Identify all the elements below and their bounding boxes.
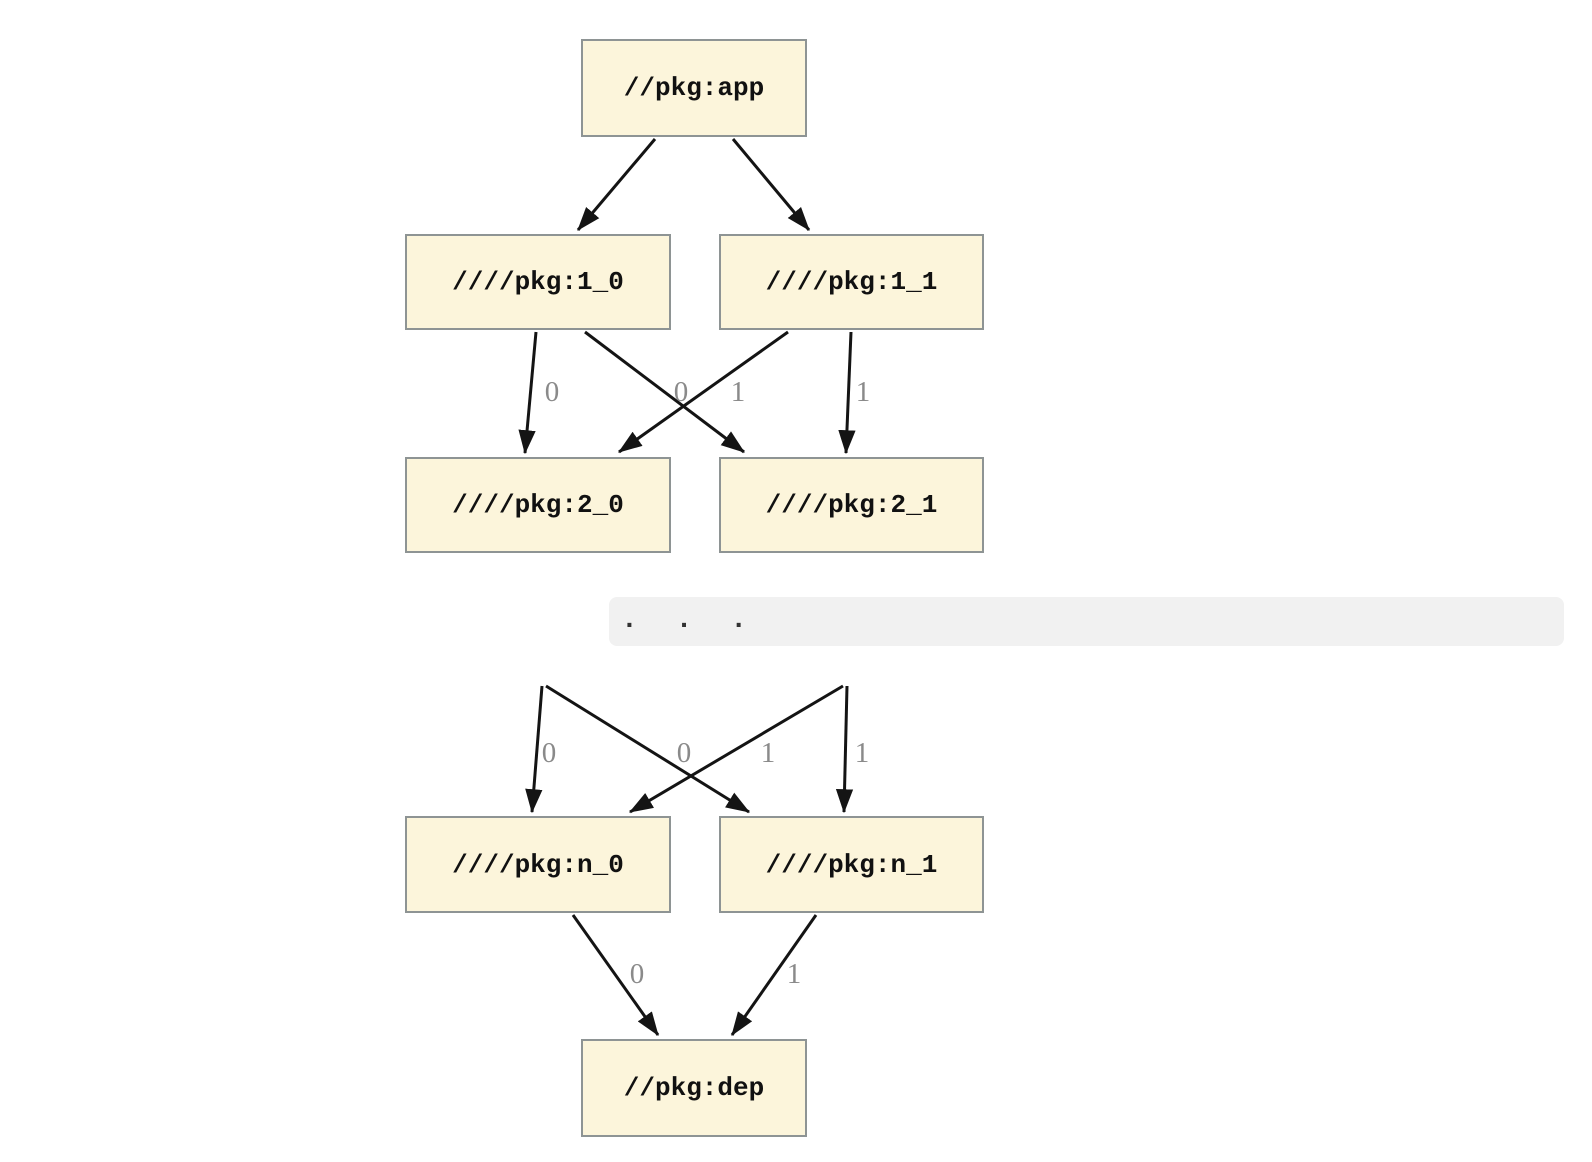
edge-hidden-left-to-n_1 <box>545 684 751 814</box>
node-pkg-1_0: ////pkg:1_0 <box>405 234 671 330</box>
edge-app-to-1_0 <box>576 138 657 231</box>
node-pkg-1_1: ////pkg:1_1 <box>719 234 984 330</box>
node-pkg-n_1: ////pkg:n_1 <box>719 816 984 913</box>
node-pkg-2_1: ////pkg:2_1 <box>719 457 984 553</box>
edge-app-to-1_1 <box>731 138 811 231</box>
node-pkg-n_1-label: ////pkg:n_1 <box>765 849 938 880</box>
edge-n_1-to-dep <box>730 914 818 1036</box>
node-pkg-1_1-label: ////pkg:1_1 <box>765 267 938 297</box>
ellipsis-dots: . . . <box>621 605 748 636</box>
edge-label-1_0-2_1: 1 <box>731 376 746 408</box>
edge-1_1-to-2_0 <box>618 330 789 454</box>
edge-1_0-to-2_1 <box>584 330 745 454</box>
node-pkg-dep: //pkg:dep <box>581 1039 807 1137</box>
edge-label-hl-n_1: 1 <box>761 737 776 769</box>
edge-hidden-right-to-n_1 <box>835 685 854 814</box>
edge-n_0-to-dep <box>571 914 660 1036</box>
node-pkg-app: //pkg:app <box>581 39 807 137</box>
node-pkg-2_0: ////pkg:2_0 <box>405 457 671 553</box>
edge-label-1_1-2_1: 1 <box>856 376 871 408</box>
node-pkg-1_0-label: ////pkg:1_0 <box>452 267 624 297</box>
edge-label-1_0-2_0: 0 <box>545 376 560 408</box>
edge-label-hr-n_1: 1 <box>855 737 870 769</box>
edge-label-n_1-dep: 1 <box>787 958 802 990</box>
node-pkg-app-label: //pkg:app <box>623 73 765 103</box>
node-pkg-dep-label: //pkg:dep <box>623 1073 765 1103</box>
edge-hidden-left-to-n_0 <box>525 685 544 814</box>
edge-1_1-to-2_1 <box>838 331 856 455</box>
node-pkg-n_0: ////pkg:n_0 <box>405 816 671 913</box>
ellipsis-bar: . . . <box>609 597 1564 646</box>
node-pkg-2_0-label: ////pkg:2_0 <box>452 490 624 520</box>
edge-1_0-to-2_0 <box>518 331 538 455</box>
edge-label-1_1-2_0: 0 <box>674 376 689 408</box>
edge-hidden-right-to-n_0 <box>628 684 844 814</box>
node-pkg-n_0-label: ////pkg:n_0 <box>452 849 624 880</box>
edge-label-hr-n_0: 0 <box>677 737 692 769</box>
node-pkg-2_1-label: ////pkg:2_1 <box>765 490 938 520</box>
edge-label-n_0-dep: 0 <box>630 958 645 990</box>
edge-label-hl-n_0: 0 <box>542 737 557 769</box>
